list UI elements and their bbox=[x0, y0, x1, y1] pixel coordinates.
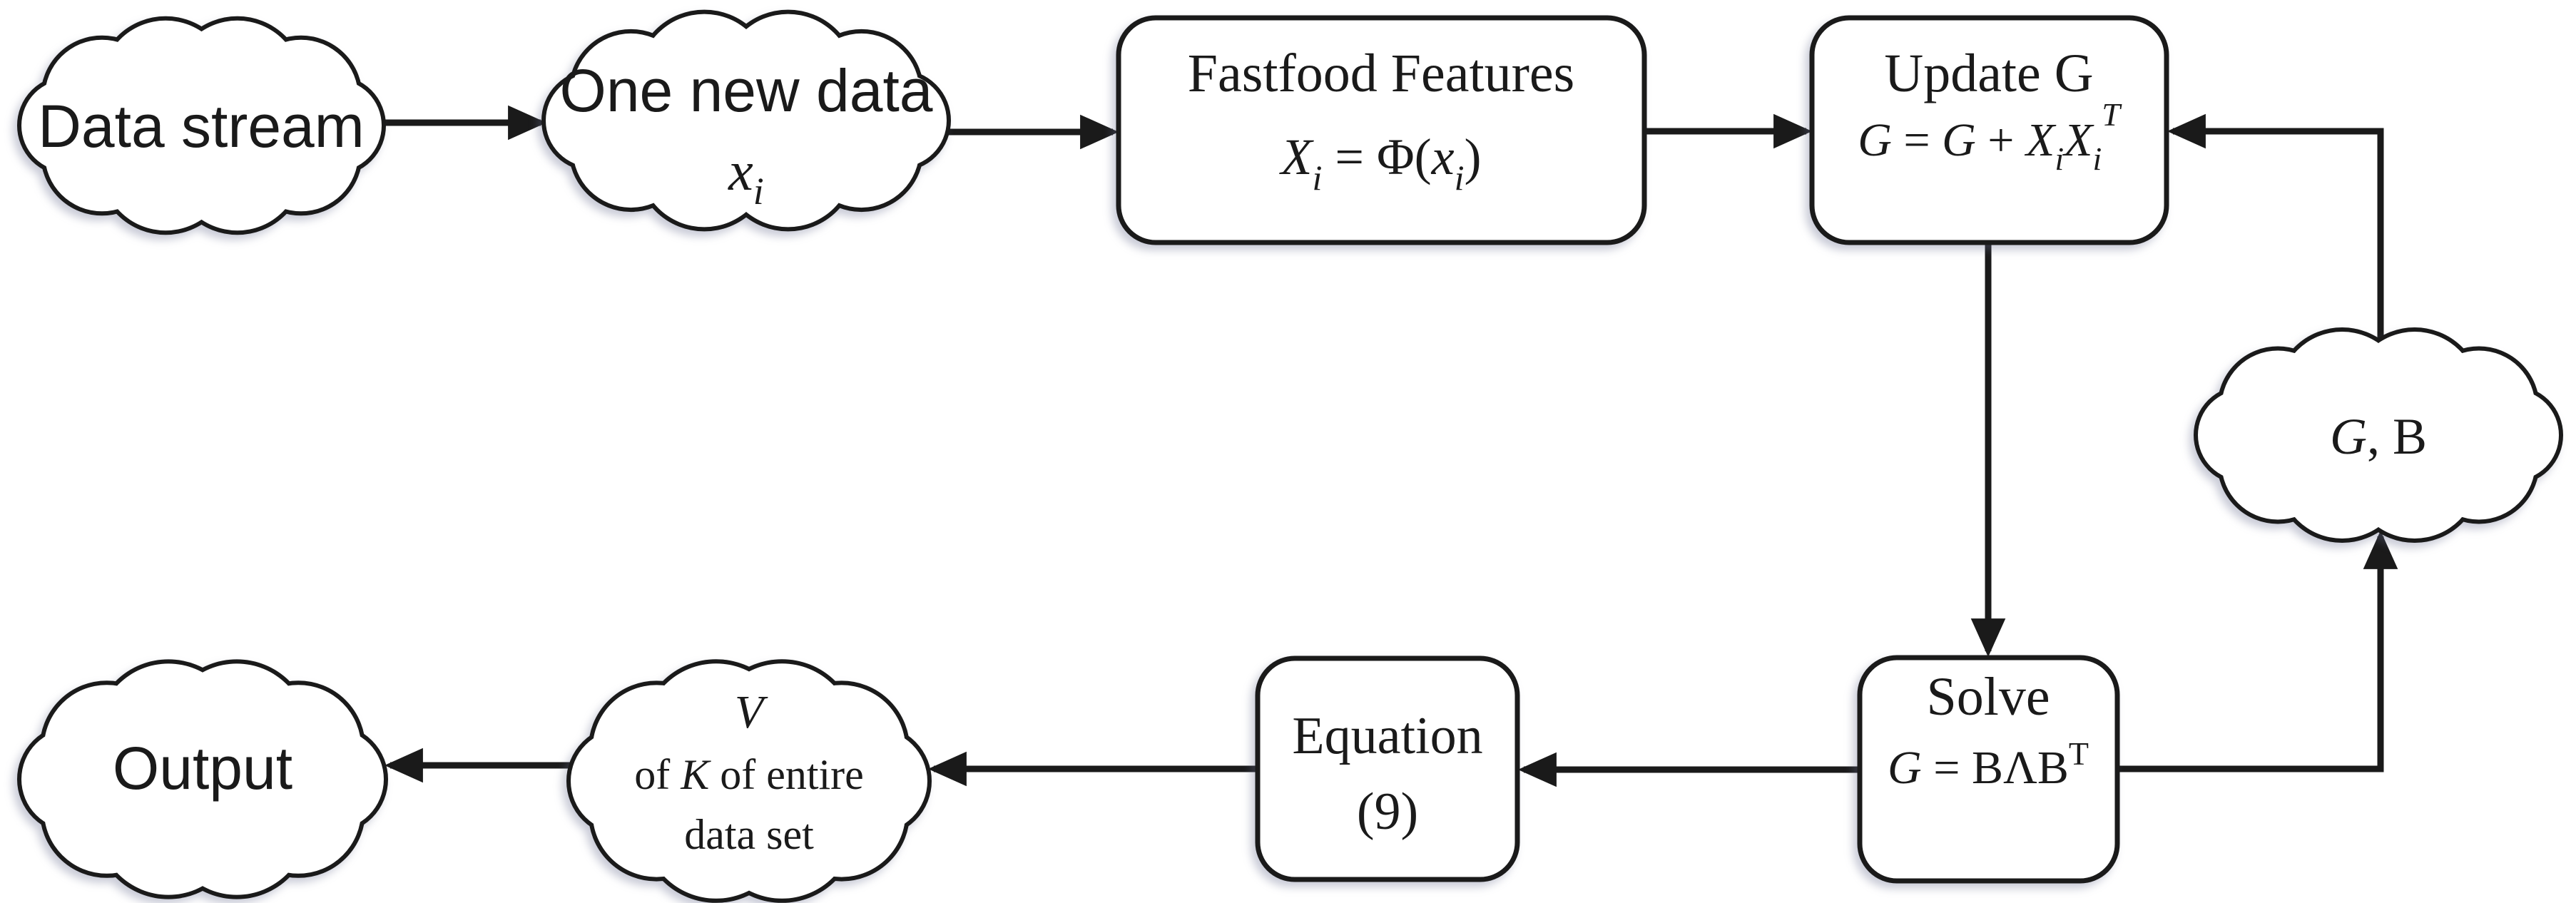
node-output: Output bbox=[17, 659, 389, 899]
v-entire-line2: of K of entire bbox=[634, 751, 864, 798]
solve-title: Solve bbox=[1926, 667, 2050, 727]
node-v-entire: V of K of entire data set bbox=[566, 659, 932, 903]
one-new-data-variable: xi bbox=[728, 140, 764, 213]
solve-equation: G = BΛBT bbox=[1888, 735, 2089, 794]
v-entire-line1: V bbox=[735, 686, 768, 738]
data-stream-label: Data stream bbox=[38, 93, 365, 160]
fastfood-features-box bbox=[1116, 15, 1647, 245]
fastfood-features-title: Fastfood Features bbox=[1188, 44, 1574, 103]
node-solve: Solve G = BΛBT bbox=[1857, 655, 2120, 884]
node-one-new-data: One new data xi bbox=[541, 9, 951, 232]
node-data-stream: Data stream bbox=[17, 16, 387, 235]
edge-solve-to-gb bbox=[2117, 530, 2398, 772]
cloud-outline bbox=[21, 663, 384, 895]
solve-box bbox=[1857, 655, 2120, 884]
edge-gb-to-updateg bbox=[2167, 113, 2384, 351]
one-new-data-label: One new data bbox=[559, 57, 932, 124]
update-g-title: Update G bbox=[1884, 44, 2093, 103]
edges bbox=[382, 105, 2398, 787]
update-g-equation: G = G + XiXiT bbox=[1858, 96, 2122, 177]
equation-9-line2: (9) bbox=[1357, 782, 1418, 841]
node-update-g: Update G G = G + XiXiT bbox=[1809, 15, 2169, 245]
v-entire-line3: data set bbox=[684, 811, 814, 858]
cloud-outline bbox=[21, 20, 382, 231]
equation-9-box bbox=[1255, 655, 1520, 882]
cloud-outline bbox=[2198, 332, 2560, 539]
node-equation-9: Equation (9) bbox=[1255, 655, 1520, 882]
g-b-label: G, B bbox=[2330, 408, 2427, 465]
cloud-outline bbox=[571, 663, 927, 899]
cloud-outline bbox=[546, 14, 947, 228]
fastfood-features-equation: Xi = Φ(xi) bbox=[1279, 128, 1482, 198]
equation-9-line1: Equation bbox=[1292, 707, 1482, 765]
node-g-b: G, B bbox=[2194, 327, 2564, 543]
node-fastfood-features: Fastfood Features Xi = Φ(xi) bbox=[1116, 15, 1647, 245]
update-g-box bbox=[1809, 15, 2169, 245]
output-label: Output bbox=[113, 735, 292, 802]
